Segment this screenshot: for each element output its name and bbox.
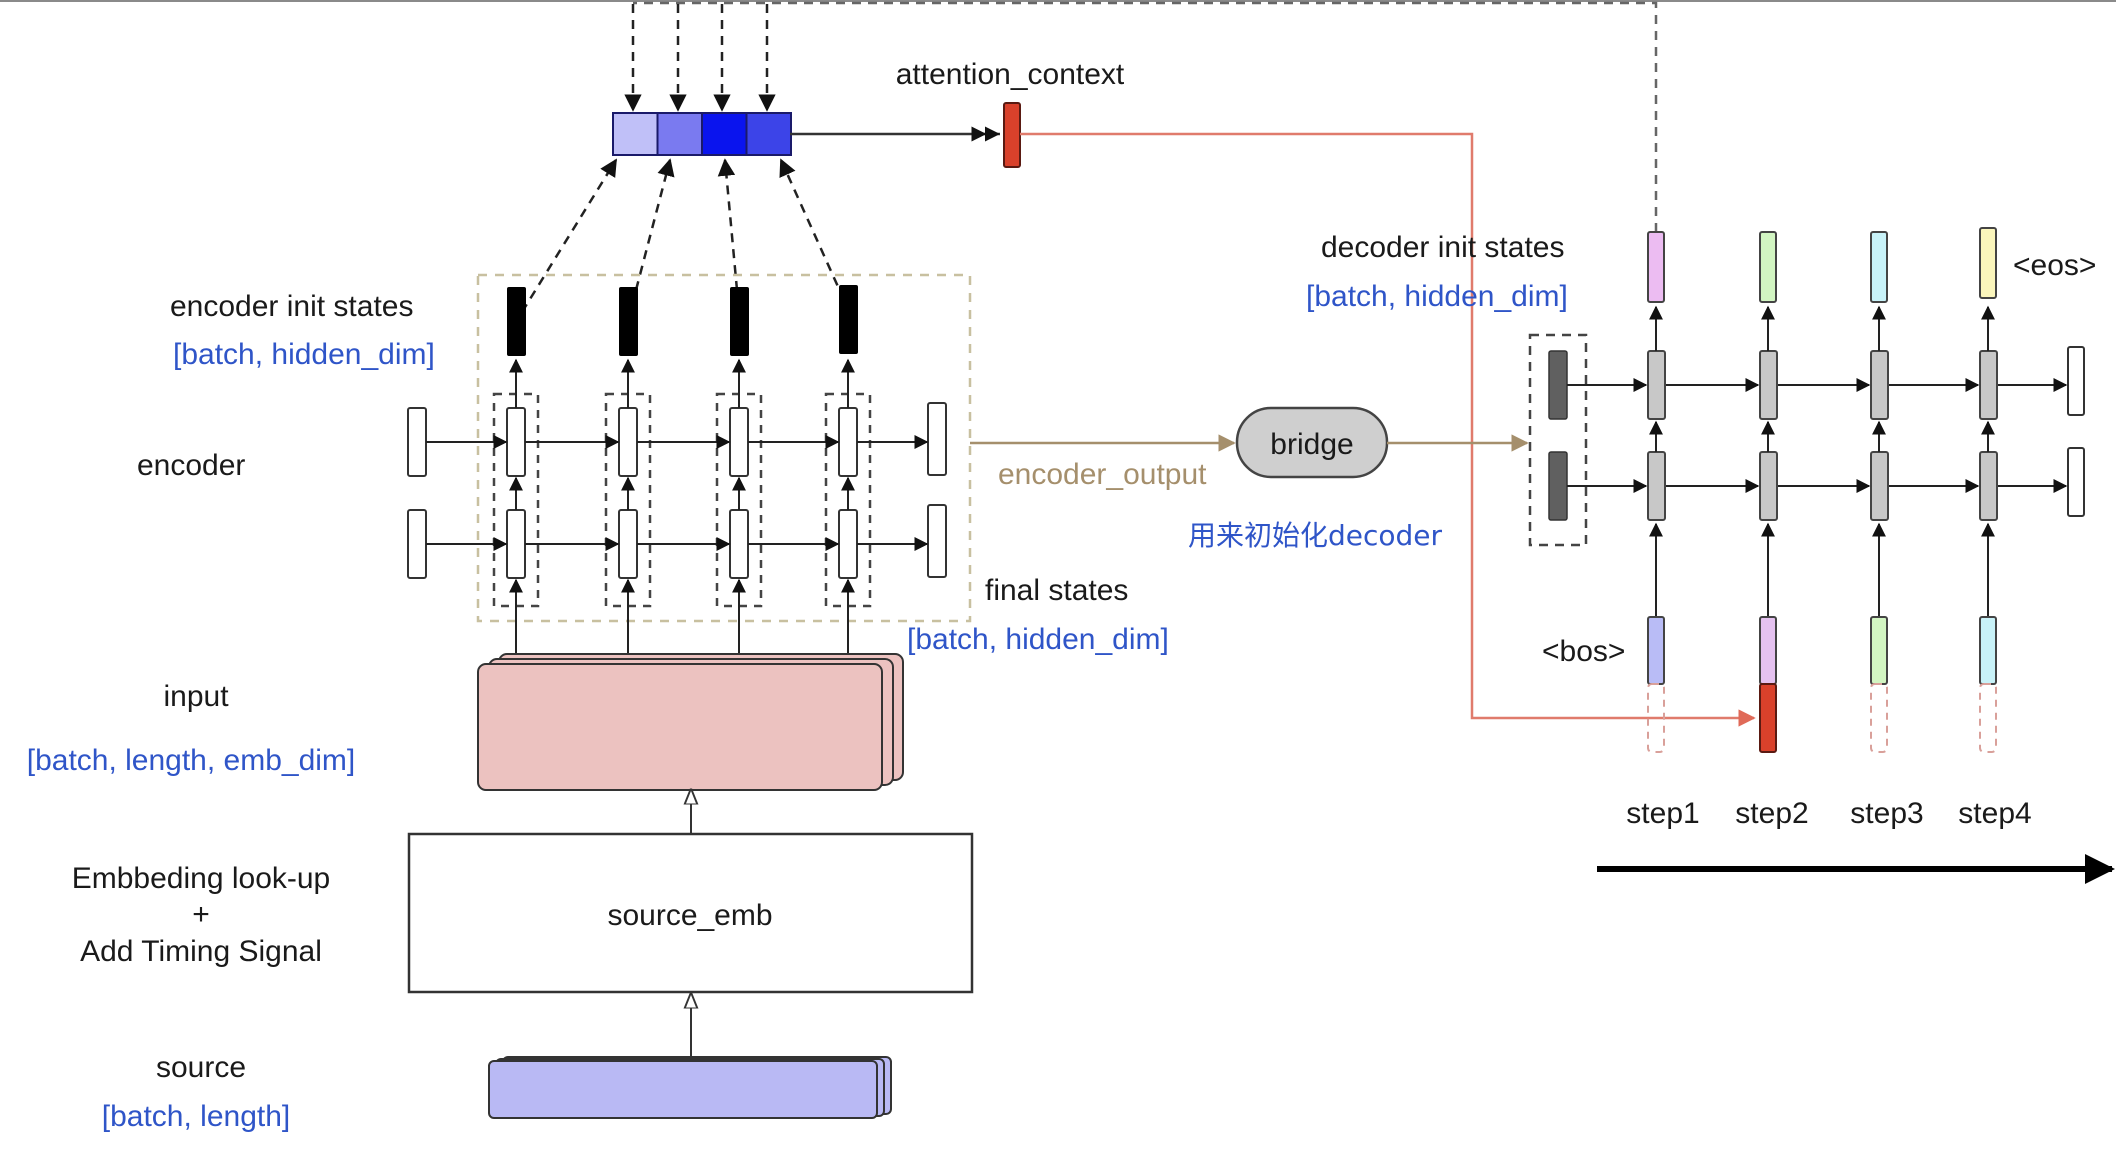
- decoder-init-box: [1528, 333, 1588, 547]
- encoder-final-cell: [927, 504, 947, 578]
- decoder-init-cell: [1548, 350, 1568, 420]
- decoder-init-states-label: decoder init states: [1321, 231, 1564, 264]
- decoder-final-cell: [2067, 447, 2085, 517]
- encoder-cell: [838, 407, 858, 477]
- attention-weight-cell: [701, 112, 748, 156]
- attention-weight-cell: [656, 112, 703, 156]
- decoder-input-token: [1979, 616, 1997, 685]
- init-decoder-note: 用来初始化decoder: [1188, 519, 1443, 552]
- step-labels: step1 step2 step3 step4: [1626, 797, 2031, 830]
- encoder-outer-box: [476, 273, 972, 623]
- input-dim: [batch, length, emb_dim]: [27, 744, 356, 777]
- decoder-input-token: [1759, 616, 1777, 685]
- decoder-input-context: [1759, 683, 1777, 753]
- attention-query-feedback: [624, 1, 1658, 232]
- decoder-input-context-placeholder: [1647, 683, 1665, 753]
- source-dim: [batch, length]: [102, 1100, 290, 1133]
- encoder-cell: [618, 407, 638, 477]
- source-emb-label: source_emb: [607, 899, 772, 932]
- decoder-input-token: [1870, 616, 1888, 685]
- encoder-init-states-dim: [batch, hidden_dim]: [173, 338, 435, 371]
- attention-context-vector: [1003, 102, 1021, 168]
- decoder-grid: [1548, 227, 2085, 753]
- decoder-input-token: [1647, 616, 1665, 685]
- eos-label: <eos>: [2013, 249, 2096, 282]
- decoder-cell: [1759, 451, 1778, 521]
- decoder-init-states-dim: [batch, hidden_dim]: [1306, 280, 1568, 313]
- encoder-grid: [407, 285, 947, 654]
- encoder-cell: [506, 407, 526, 477]
- decoder-cell: [1870, 451, 1889, 521]
- source-label: source: [156, 1051, 246, 1084]
- encoder-cell: [729, 509, 749, 579]
- attention-weight-cell: [745, 112, 792, 156]
- encoder-cell: [729, 407, 749, 477]
- encoder-init-states-label: encoder init states: [170, 290, 413, 323]
- input-label: input: [163, 680, 229, 713]
- attention-weight-cell: [612, 112, 659, 156]
- encoder-output-state: [619, 287, 638, 356]
- step-label: step4: [1958, 797, 2031, 830]
- decoder-input-context-placeholder: [1979, 683, 1997, 753]
- embedding-label-line3: Add Timing Signal: [80, 935, 322, 968]
- bos-label: <bos>: [1542, 635, 1625, 668]
- decoder-cell: [1647, 350, 1666, 420]
- encoder-to-attention-arrows: [520, 158, 846, 313]
- decoder-init-cell: [1548, 451, 1568, 521]
- encoder-cell: [838, 509, 858, 579]
- decoder-cell: [1979, 350, 1998, 420]
- encoder-final-cell: [927, 402, 947, 476]
- encoder-cell: [506, 509, 526, 579]
- encoder-output-state: [730, 287, 749, 356]
- encoder-init-cell: [407, 509, 427, 579]
- decoder-cell: [1647, 451, 1666, 521]
- encoder-output-label: encoder_output: [998, 458, 1207, 491]
- decoder-cell: [1870, 350, 1889, 420]
- final-states-dim: [batch, hidden_dim]: [907, 623, 1169, 656]
- encoder-cell: [618, 509, 638, 579]
- attention-context-route: [1020, 132, 1756, 727]
- encoder-output-state: [507, 287, 526, 356]
- decoder-output-token: [1647, 231, 1665, 303]
- step-label: step1: [1626, 797, 1699, 830]
- window-top-border: [0, 0, 2116, 2]
- decoder-cell: [1759, 350, 1778, 420]
- decoder-output-token: [1759, 231, 1777, 303]
- decoder-cell: [1979, 451, 1998, 521]
- attention-weights: [612, 112, 792, 156]
- bridge-label: bridge: [1270, 428, 1353, 461]
- decoder-output-token: [1979, 227, 1997, 299]
- source-block: [488, 1056, 892, 1119]
- embedding-label-line1: Embbeding look-up: [72, 862, 331, 895]
- encoder-label: encoder: [137, 449, 245, 482]
- embedding-label-line2: +: [192, 898, 210, 931]
- decoder-input-context-placeholder: [1870, 683, 1888, 753]
- attention-context-label: attention_context: [896, 58, 1125, 91]
- input-block: [477, 653, 904, 791]
- final-states-label: final states: [985, 574, 1128, 607]
- step-label: step2: [1735, 797, 1808, 830]
- decoder-final-cell: [2067, 346, 2085, 416]
- source-emb-box: [407, 832, 974, 994]
- step-label: step3: [1850, 797, 1923, 830]
- encoder-output-state: [839, 285, 858, 354]
- decoder-output-token: [1870, 231, 1888, 303]
- encoder-init-cell: [407, 407, 427, 477]
